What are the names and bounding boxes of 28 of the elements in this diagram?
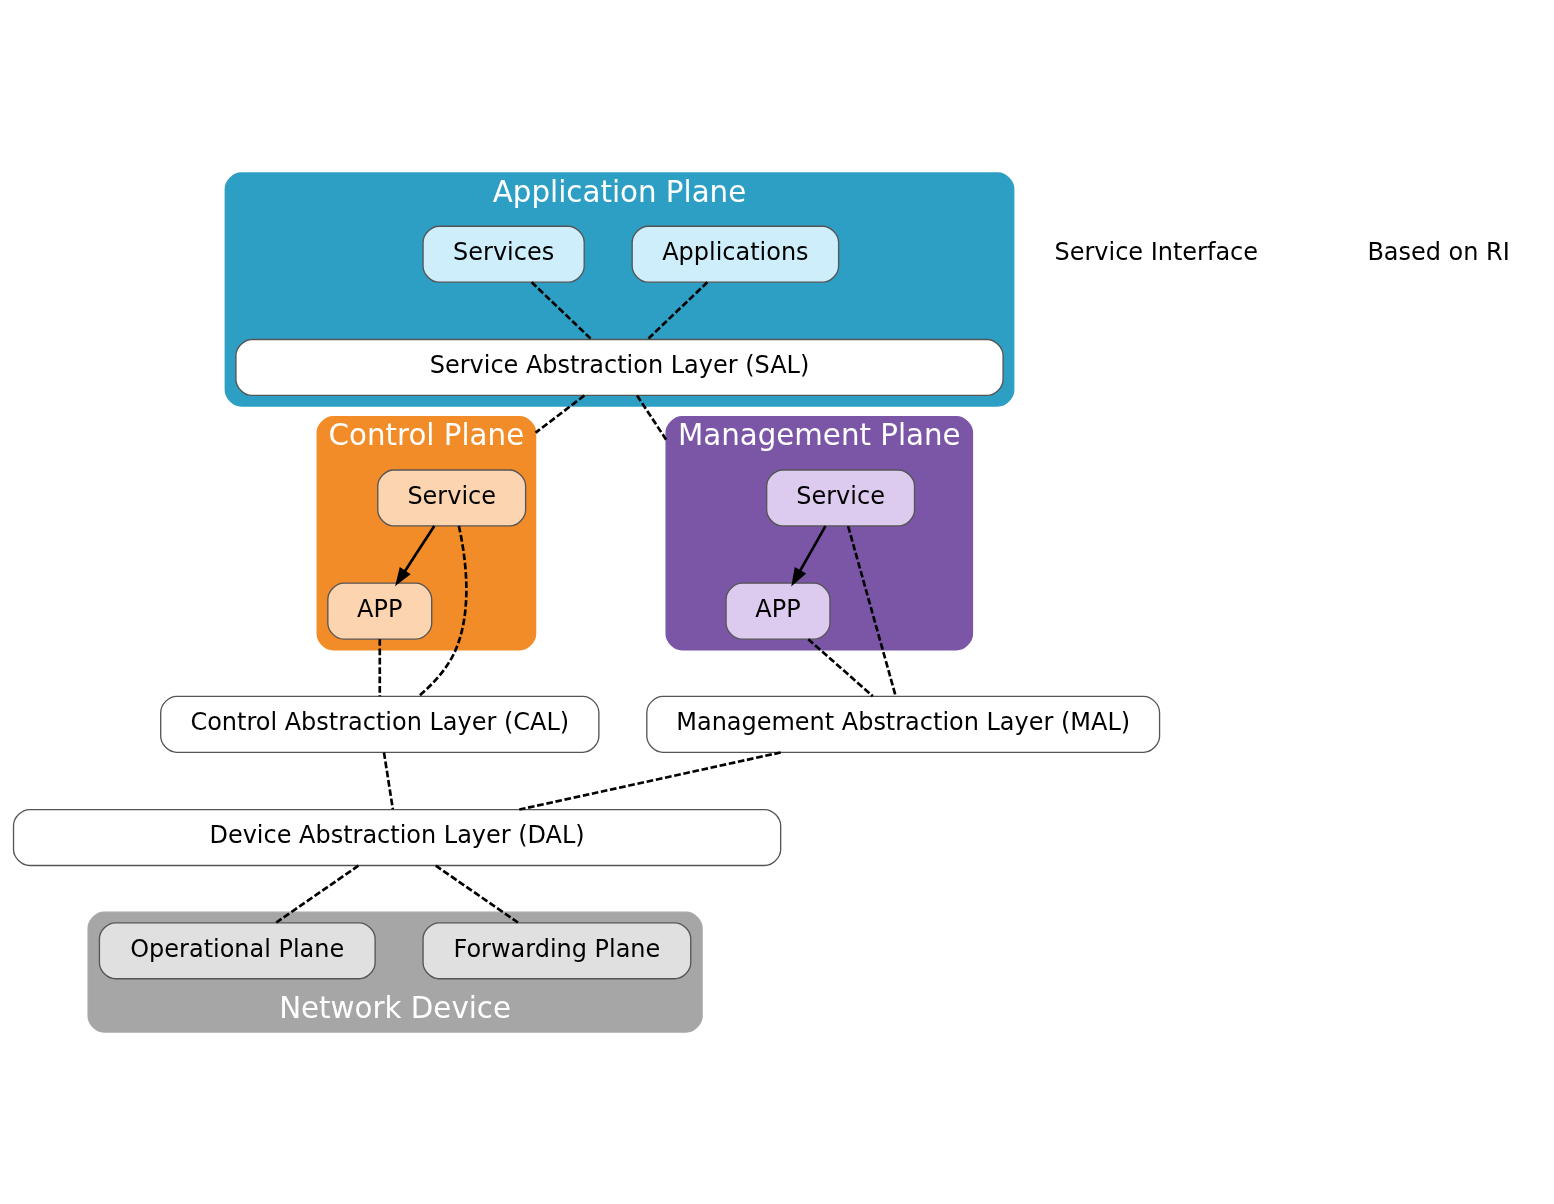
node-box: Service: [766, 468, 916, 527]
connector: [519, 750, 781, 811]
connector: [807, 637, 874, 697]
node-box: Management Abstraction Layer (MAL): [646, 695, 1161, 753]
connector: [635, 394, 668, 440]
node-box: Services: [422, 225, 585, 283]
label: Service Interface: [1054, 237, 1258, 266]
node-box: Device Abstraction Layer (DAL): [12, 808, 782, 866]
connector: [530, 280, 593, 340]
node-box: Operational Plane: [98, 921, 376, 979]
connector: [275, 864, 360, 924]
connector: [846, 525, 897, 697]
connector: [378, 638, 382, 696]
connector: [646, 280, 709, 340]
connector: [382, 751, 395, 810]
connector: [435, 864, 519, 924]
node-box: Control Abstraction Layer (CAL): [160, 695, 600, 753]
connector: [417, 525, 468, 697]
arrow: [791, 524, 827, 586]
node-box: APP: [725, 582, 831, 640]
node-box: Forwarding Plane: [422, 921, 692, 979]
node-box: Service: [377, 468, 527, 527]
node-box: Applications: [631, 225, 840, 283]
arrow: [395, 524, 436, 586]
label: Based on RI: [1367, 237, 1510, 266]
node-box: Service Abstraction Layer (SAL): [235, 338, 1004, 396]
connector: [534, 394, 586, 434]
node-box: APP: [327, 582, 433, 640]
